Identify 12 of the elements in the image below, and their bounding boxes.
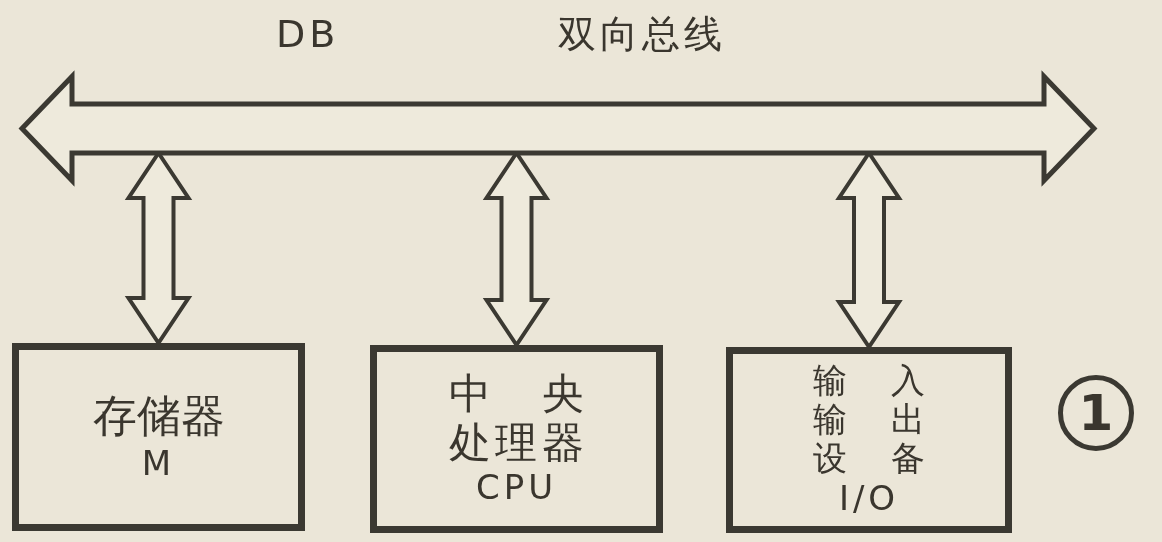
- unit-box: [726, 347, 1012, 533]
- bus-label: DB: [276, 12, 340, 58]
- box-label: M: [141, 443, 176, 484]
- circled-number: 1: [1058, 375, 1134, 451]
- box-title: 存储器: [92, 390, 225, 443]
- unit-box: [370, 345, 663, 533]
- box-label: CPU: [475, 466, 558, 508]
- unit-box: [12, 343, 305, 531]
- bus-label: 双向总线: [558, 12, 726, 58]
- box-title: 中央处理器: [449, 370, 584, 467]
- box-title: 输入输出设备: [812, 360, 926, 479]
- box-label: I/O: [838, 478, 900, 520]
